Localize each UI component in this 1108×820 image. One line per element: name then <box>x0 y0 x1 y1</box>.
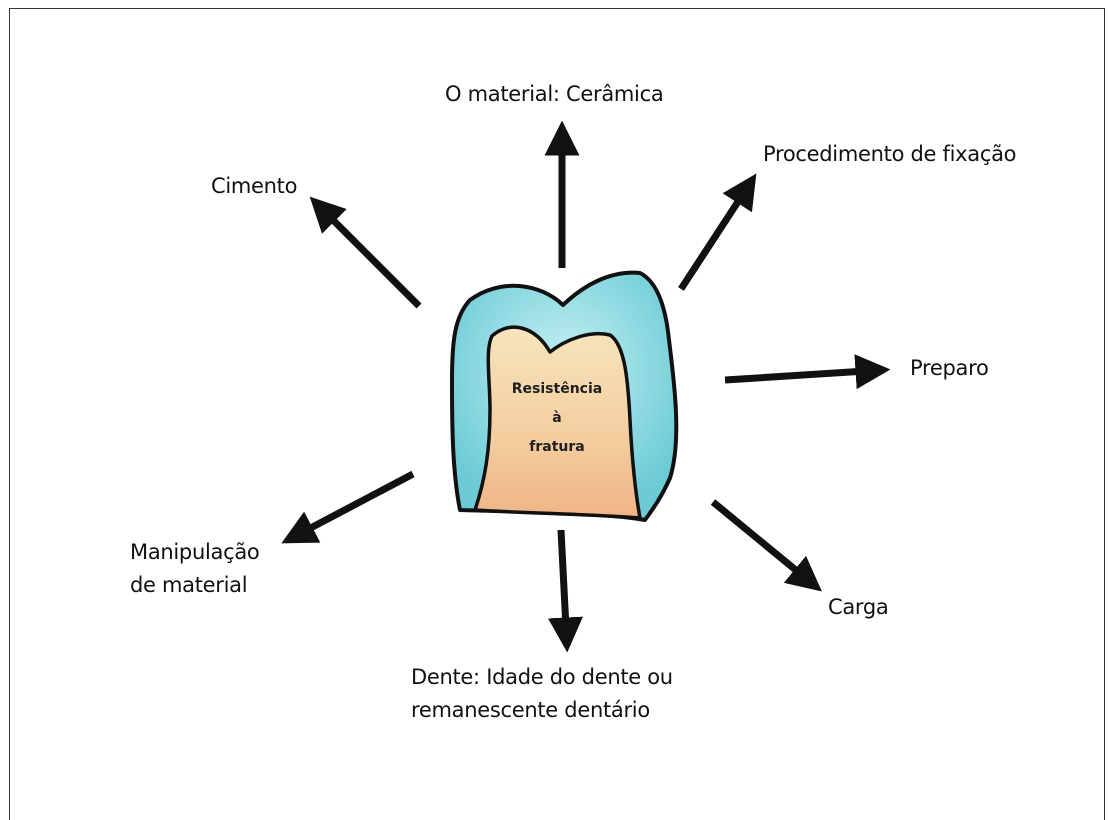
arrow-manipulation <box>303 474 413 532</box>
arrow-cement <box>327 214 419 306</box>
label-tooth: Dente: Idade do dente ou remanescente de… <box>411 661 673 727</box>
center-label-line2: à <box>492 404 622 433</box>
label-cement: Cimento <box>211 170 297 203</box>
label-material: O material: Cerâmica <box>445 78 663 111</box>
arrow-load <box>713 502 803 576</box>
center-label: Resistência à fratura <box>492 375 622 462</box>
center-label-line3: fratura <box>492 433 622 462</box>
label-tooth-line2: remanescente dentário <box>411 694 673 727</box>
label-tooth-line1: Dente: Idade do dente ou <box>411 661 673 694</box>
arrow-fixation <box>681 194 743 289</box>
label-manipulation-line2: de material <box>130 569 259 602</box>
label-manipulation: Manipulação de material <box>130 536 259 602</box>
arrow-preparation <box>725 371 866 380</box>
label-fixation: Procedimento de fixação <box>763 138 1016 171</box>
label-manipulation-line1: Manipulação <box>130 536 259 569</box>
label-preparation: Preparo <box>910 352 989 385</box>
arrow-tooth <box>561 530 566 628</box>
label-load: Carga <box>828 591 889 624</box>
center-label-line1: Resistência <box>492 375 622 404</box>
